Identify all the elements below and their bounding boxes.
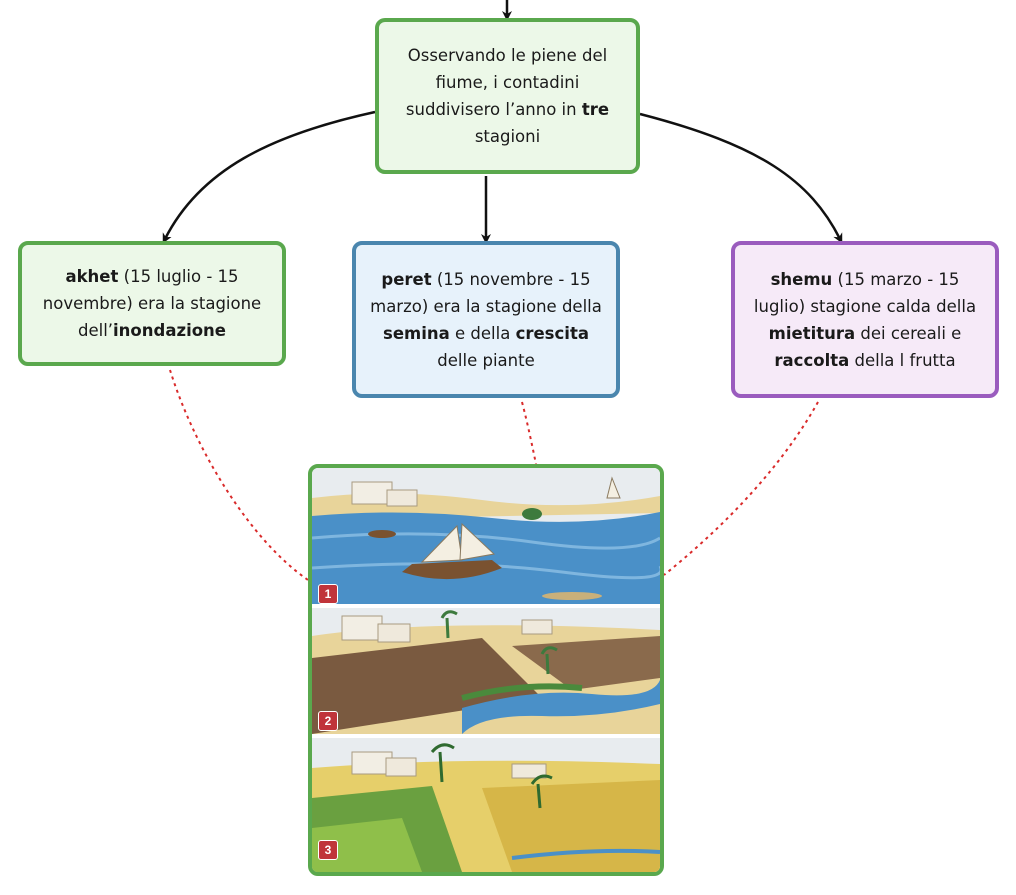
top-box-seasons-intro: Osservando le piene del fiume, i contadi… bbox=[375, 18, 640, 174]
akhet-season-box: akhet (15 luglio - 15 novembre) era la s… bbox=[18, 241, 286, 366]
peret-season-box: peret (15 novembre - 15 marzo) era la st… bbox=[352, 241, 620, 398]
shemu-season-box: shemu (15 marzo - 15 luglio) stagione ca… bbox=[731, 241, 999, 398]
panel-flood bbox=[312, 468, 660, 604]
panel-harvest bbox=[312, 738, 660, 872]
arrow-to-akhet bbox=[162, 110, 376, 244]
shemu-text: shemu (15 marzo - 15 luglio) stagione ca… bbox=[753, 269, 977, 370]
dotted-line-peret bbox=[521, 401, 537, 465]
dotted-line-akhet bbox=[169, 369, 309, 581]
illustration-panels bbox=[312, 468, 660, 872]
arrow-to-shemu bbox=[639, 112, 843, 244]
panel-sowing bbox=[312, 608, 660, 734]
panel-badge-1: 1 bbox=[318, 584, 338, 604]
dotted-line-shemu bbox=[663, 401, 819, 576]
panel-badge-2: 2 bbox=[318, 711, 338, 731]
peret-text: peret (15 novembre - 15 marzo) era la st… bbox=[370, 269, 602, 370]
akhet-text: akhet (15 luglio - 15 novembre) era la s… bbox=[42, 267, 262, 340]
seasons-illustration: 1 2 3 bbox=[308, 464, 664, 876]
panel-badge-3: 3 bbox=[318, 840, 338, 860]
top-box-text: Osservando le piene del fiume, i contadi… bbox=[405, 46, 610, 146]
